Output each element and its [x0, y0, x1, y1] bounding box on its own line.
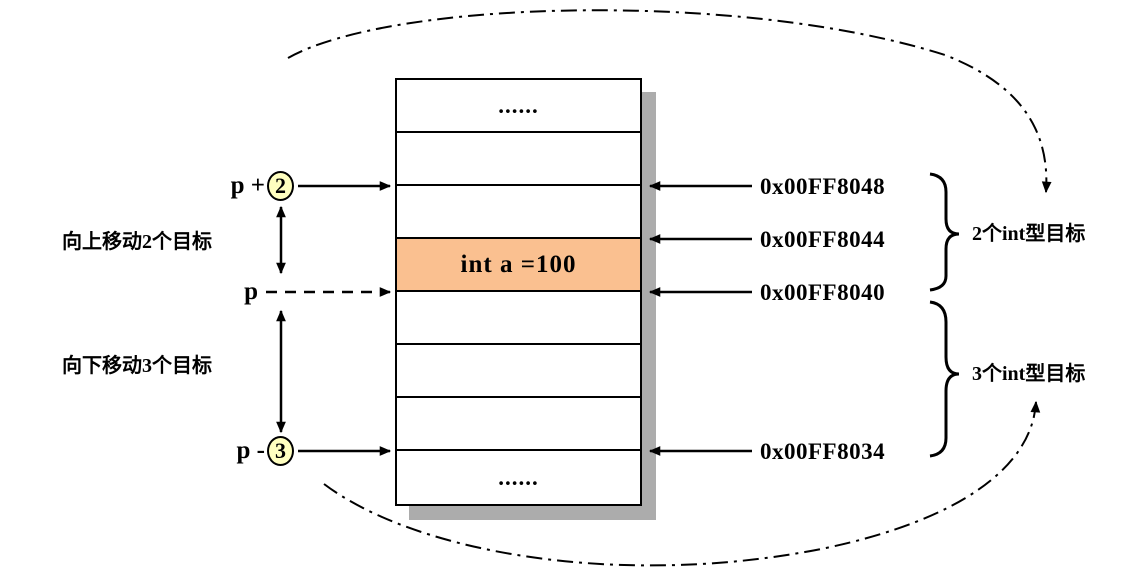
pointer-p-plus-2-label: p + 2 [210, 170, 294, 202]
two-int-targets-label: 2个int型目标 [972, 223, 1086, 245]
brace-2-int [929, 172, 960, 292]
p-minus-text: p - [236, 437, 265, 464]
memory-cell [397, 186, 640, 239]
memory-cell [397, 292, 640, 345]
memory-cell-int-a: int a =100 [397, 239, 640, 292]
memory-cell [397, 345, 640, 398]
p-plus-text: p + [230, 172, 265, 199]
move-up-label: 向上移动2个目标 [62, 231, 212, 253]
brace-3-int [929, 300, 960, 458]
move-down-label: 向下移动3个目标 [62, 355, 212, 377]
address-0x00FF8044: 0x00FF8044 [760, 227, 886, 252]
offset-2-circle: 2 [267, 171, 294, 201]
address-0x00FF8040: 0x00FF8040 [760, 280, 886, 305]
memory-box: ...... int a =100 ...... [395, 78, 642, 506]
three-int-targets-label: 3个int型目标 [972, 363, 1086, 385]
pointer-p-minus-3-label: p - 3 [210, 435, 294, 467]
memory-cell-top-ellipsis: ...... [397, 80, 640, 133]
memory-cell [397, 133, 640, 186]
memory-cell [397, 398, 640, 451]
address-0x00FF8034: 0x00FF8034 [760, 439, 886, 464]
pointer-p-label: p [222, 276, 258, 308]
p-text: p [244, 278, 258, 305]
offset-3-circle: 3 [267, 436, 294, 466]
address-0x00FF8048: 0x00FF8048 [760, 174, 886, 199]
memory-cell-bottom-ellipsis: ...... [498, 464, 539, 490]
